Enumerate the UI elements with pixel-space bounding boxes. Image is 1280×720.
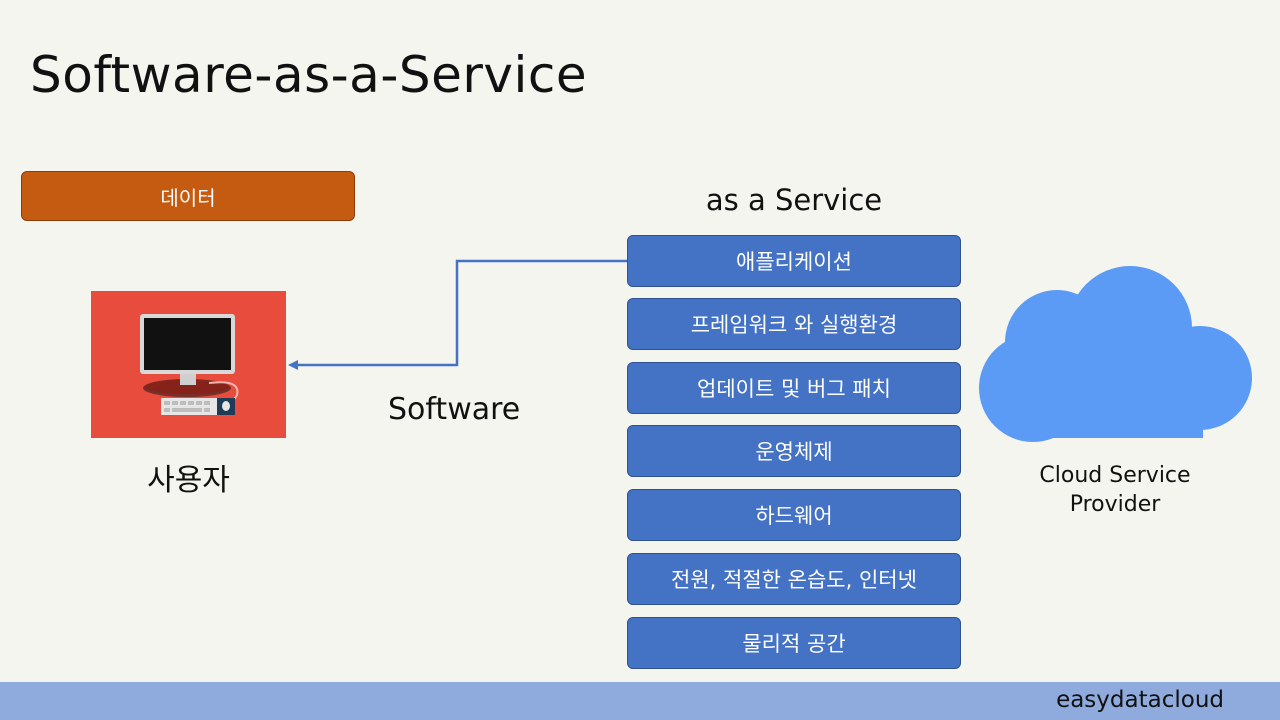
layer-os: 운영체제 (627, 425, 961, 477)
layer-hardware: 하드웨어 (627, 489, 961, 541)
user-label: 사용자 (147, 463, 230, 498)
layer-physical: 물리적 공간 (627, 617, 961, 669)
layer-framework: 프레임워크 와 실행환경 (627, 298, 961, 350)
arrowhead-icon (288, 360, 298, 370)
footer-bar: easydatacloud (0, 682, 1280, 720)
provider-label-line1: Cloud Service (1039, 463, 1191, 488)
layer-updates: 업데이트 및 버그 패치 (627, 362, 961, 414)
data-box: 데이터 (21, 171, 355, 221)
page-title: Software-as-a-Service (30, 46, 588, 104)
layer-application: 애플리케이션 (627, 235, 961, 287)
computer-icon (140, 314, 239, 415)
software-label: Software (388, 392, 521, 427)
cloud-icon (979, 266, 1252, 442)
provider-label: Cloud Service Provider (1005, 461, 1225, 519)
provider-label-line2: Provider (1069, 492, 1161, 517)
brand-label: easydatacloud (1056, 687, 1224, 713)
data-box-label: 데이터 (160, 185, 216, 210)
stack-heading: as a Service (705, 183, 883, 217)
user-panel (91, 291, 286, 438)
layer-power: 전원, 적절한 온습도, 인터넷 (627, 553, 961, 605)
